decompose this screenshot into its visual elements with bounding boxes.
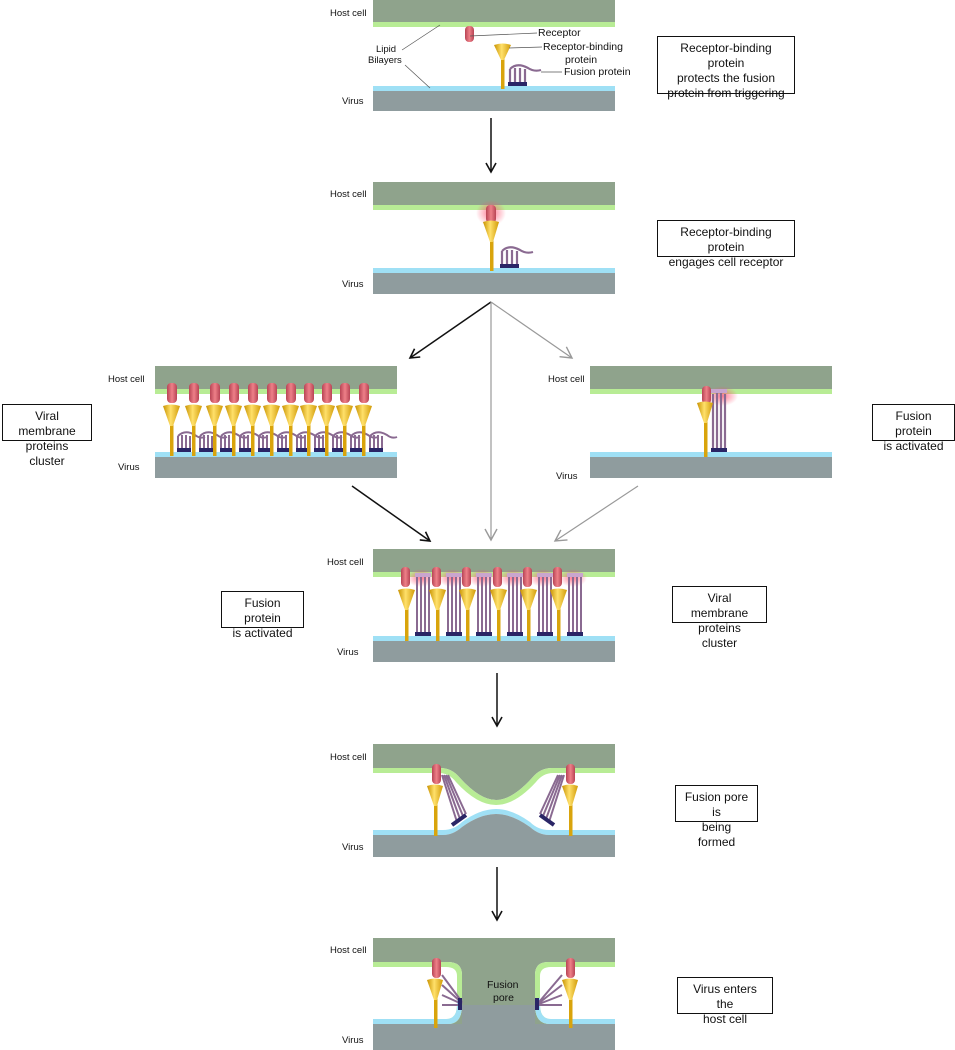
protein-unit <box>244 383 287 456</box>
panel-1: Host cell Virus Receptor Receptor-bindin… <box>330 0 631 111</box>
step-3-left-caption: Viral membrane proteins cluster <box>2 404 92 468</box>
fused-bilayer-left <box>373 962 462 1024</box>
protein-left <box>427 958 463 1028</box>
step-4-left-caption: Fusion protein is activated <box>221 591 304 640</box>
protein-unit <box>318 383 361 456</box>
rbp-label-line1: Receptor-binding <box>543 41 623 53</box>
lipid-bilayers-label: Lipid Bilayers <box>368 44 402 66</box>
fusion-pore-label: Fusion pore <box>487 979 521 1004</box>
host-cell-label: Host cell <box>330 752 366 763</box>
fusion-protein <box>508 64 542 86</box>
protein-unit <box>336 383 379 456</box>
panel-5: Host cell Virus <box>330 744 615 857</box>
host-bilayer-bent <box>373 768 615 805</box>
fusion-protein-activated <box>711 389 727 452</box>
active-protein-unit <box>429 567 466 641</box>
active-protein-unit <box>550 567 587 641</box>
protein-unit <box>185 383 228 456</box>
arrow-to-cluster <box>408 301 492 359</box>
panel-3-activated: Host cell Virus <box>548 366 832 482</box>
virus-label: Virus <box>342 279 364 290</box>
host-cell-label: Host cell <box>108 374 144 385</box>
host-cell-label: Host cell <box>330 189 366 200</box>
fusion-protein-label: Fusion protein <box>564 66 631 78</box>
protein-right <box>535 958 578 1028</box>
host-cell-label: Host cell <box>330 8 366 19</box>
host-cell-label: Host cell <box>548 374 584 385</box>
rbp-label-line2: protein <box>565 54 597 66</box>
step-5-caption: Fusion pore is being formed <box>675 785 758 849</box>
panel-4: Host cell Virus <box>327 549 615 662</box>
active-protein-cluster <box>398 567 587 641</box>
host-membrane-bent <box>373 744 615 800</box>
protein-unit <box>163 383 206 456</box>
rbp-label: Receptor-binding protein <box>543 41 626 66</box>
virus-label: Virus <box>337 647 359 658</box>
host-cell-membrane <box>373 0 615 22</box>
virus-membrane-bent <box>373 814 615 857</box>
protein-cluster <box>163 383 398 456</box>
virus-label: Virus <box>556 471 578 482</box>
receptor-label: Receptor <box>538 27 581 39</box>
protein-left <box>427 764 468 836</box>
arrow-cluster-to-active <box>351 485 432 542</box>
protein-unit <box>206 383 249 456</box>
panel-3-cluster: Host cell Virus <box>108 366 398 478</box>
fused-membrane <box>373 938 615 1050</box>
protein-unit <box>282 383 325 456</box>
active-protein-unit <box>459 567 496 641</box>
step-2-caption: Receptor-binding protein engages cell re… <box>657 220 795 269</box>
virus-bilayer <box>373 86 615 91</box>
host-cell-label: Host cell <box>327 557 363 568</box>
receptor <box>465 26 474 42</box>
active-protein-unit <box>398 567 435 641</box>
protein-unit <box>225 383 268 456</box>
virus-membrane <box>373 91 615 111</box>
active-protein-unit <box>520 567 557 641</box>
protein-unit <box>263 383 306 456</box>
step-1-caption: Receptor-binding protein protects the fu… <box>657 36 795 100</box>
virus-label: Virus <box>342 96 364 107</box>
step-4-right-caption: Viral membrane proteins cluster <box>672 586 767 650</box>
virus-bilayer-bent <box>373 809 615 835</box>
receptor-binding-protein <box>494 43 511 89</box>
protein-right <box>538 764 578 836</box>
host-cell-label: Host cell <box>330 945 366 956</box>
step-3-right-caption: Fusion protein is activated <box>872 404 955 453</box>
protein-unit <box>355 383 398 456</box>
active-protein-unit <box>490 567 527 641</box>
virus-label: Virus <box>118 462 140 473</box>
receptor-binding-protein <box>483 220 499 271</box>
host-bilayer <box>373 22 615 27</box>
arrow-to-activated <box>490 301 574 359</box>
step-6-caption: Virus enters the host cell <box>677 977 773 1026</box>
fusion-protein <box>500 246 534 268</box>
receptor-binding-protein <box>697 401 713 457</box>
panel-2: Host cell Virus <box>330 182 615 294</box>
receptor <box>702 386 711 404</box>
receptor <box>486 205 496 223</box>
panel-6: Host cell Virus Fusion pore <box>330 938 615 1050</box>
protein-unit <box>300 383 343 456</box>
virus-label: Virus <box>342 1035 364 1046</box>
arrow-active-to-cluster <box>553 485 639 542</box>
virus-label: Virus <box>342 842 364 853</box>
